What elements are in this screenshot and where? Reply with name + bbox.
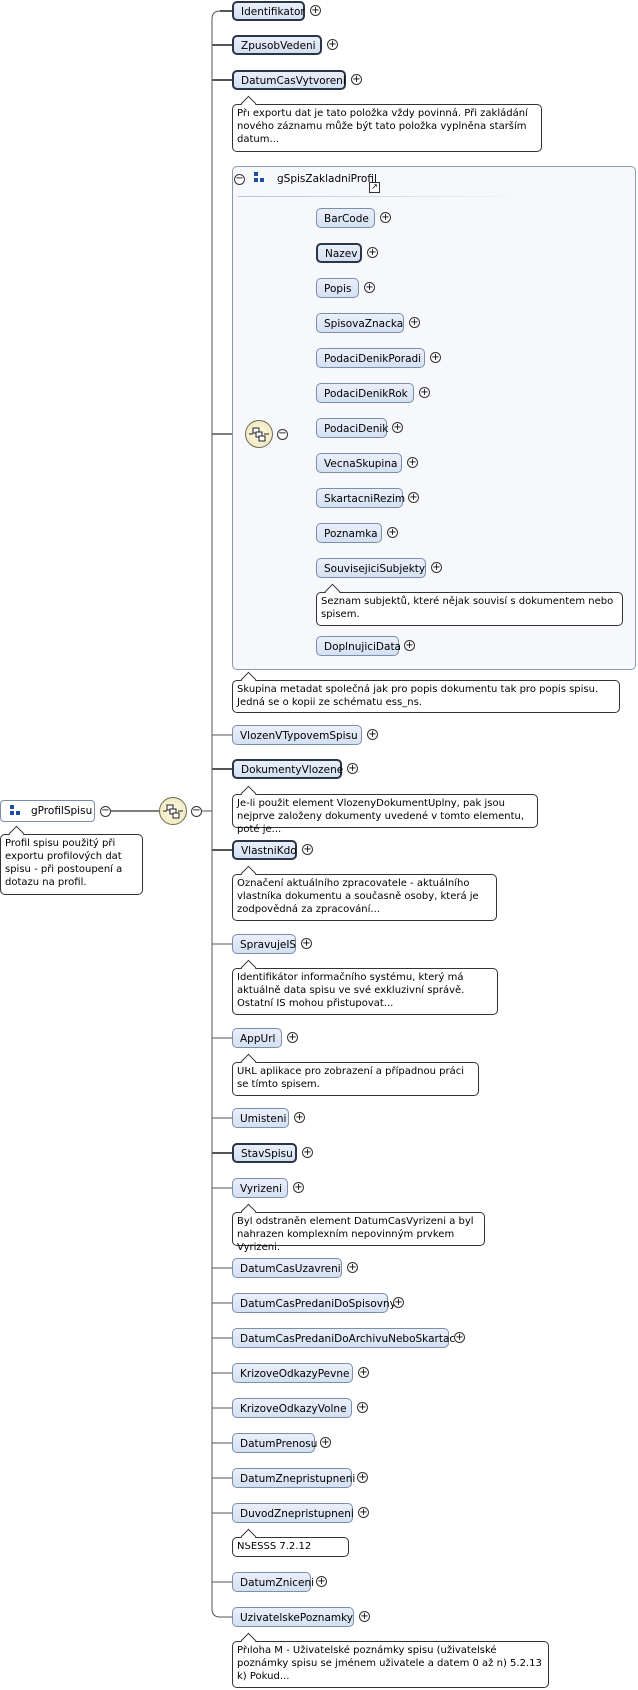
expand-icon[interactable]: +	[302, 844, 313, 855]
element-annotation: NSESSS 7.2.12	[232, 1537, 349, 1557]
group-child-element-podacidenikrok[interactable]: PodaciDenikRok	[316, 383, 414, 403]
child-element-vyrizeni[interactable]: Vyrizeni	[232, 1178, 288, 1198]
child-element-krizoveodkazyvolne[interactable]: KrizoveOdkazyVolne	[232, 1398, 352, 1418]
child-element-appurl[interactable]: AppUrl	[232, 1028, 282, 1048]
group-child-element-poznamka[interactable]: Poznamka	[316, 523, 382, 543]
group-child-element-doplnujicidata[interactable]: DoplnujiciData	[316, 636, 401, 656]
expand-icon[interactable]: +	[327, 39, 338, 50]
element-annotation: Označení aktuálního zpracovatele - aktuá…	[232, 874, 497, 921]
group-container-gspiszakladniprofil	[232, 166, 636, 670]
expand-icon[interactable]: +	[393, 1297, 404, 1308]
sequence-icon	[163, 804, 183, 819]
connector-line	[211, 1608, 221, 1618]
expand-icon[interactable]: +	[404, 640, 415, 651]
child-element-datumcaspredanidoarchivuneboskartace[interactable]: DatumCasPredaniDoArchivuNeboSkartace	[232, 1328, 462, 1348]
element-annotation: Byl odstraněn element DatumCasVyrizeni a…	[232, 1212, 485, 1253]
expand-icon[interactable]: +	[387, 527, 398, 538]
expand-icon[interactable]: +	[409, 317, 420, 328]
expand-icon[interactable]: +	[301, 938, 312, 949]
child-element-duvodznepristupneni[interactable]: DuvodZnepristupneni	[232, 1503, 354, 1523]
group-child-element-souvisejicisubjekty[interactable]: SouvisejiciSubjekty	[316, 558, 426, 578]
element-annotation: Identifikátor informačního systému, kter…	[232, 968, 498, 1015]
element-annotation: Je-li použit element VlozenyDokumentUpln…	[232, 794, 538, 835]
group-child-element-skartacnirezim[interactable]: SkartacniRezim	[316, 488, 405, 508]
child-element-spravujeis[interactable]: SpravujeIS	[232, 934, 296, 954]
group-header-divider	[238, 196, 533, 197]
expand-icon[interactable]: +	[367, 247, 378, 258]
expand-icon[interactable]: +	[408, 492, 419, 503]
child-element-zpusobvedeni[interactable]: ZpusobVedeni	[232, 35, 322, 55]
expand-icon[interactable]: +	[287, 1032, 298, 1043]
expand-icon[interactable]: +	[359, 1611, 370, 1622]
group-title: gSpisZakladniProfil	[277, 173, 377, 185]
expand-icon[interactable]: +	[380, 212, 391, 223]
sequence-collapse-toggle[interactable]: −	[191, 805, 202, 817]
child-element-datumznepristupneni[interactable]: DatumZnepristupneni	[232, 1468, 355, 1488]
expand-icon[interactable]: +	[358, 1367, 369, 1378]
expand-icon[interactable]: +	[367, 729, 378, 740]
group-child-element-spisovaznacka[interactable]: SpisovaZnacka	[316, 313, 404, 333]
sequence-icon	[249, 427, 269, 442]
root-collapse-toggle[interactable]: −	[100, 805, 111, 817]
group-child-element-barcode[interactable]: BarCode	[316, 208, 375, 228]
expand-icon[interactable]: +	[347, 763, 358, 774]
child-element-krizoveodkazypevne[interactable]: KrizoveOdkazyPevne	[232, 1363, 353, 1383]
expand-icon[interactable]: +	[431, 562, 442, 573]
expand-icon[interactable]: +	[407, 457, 418, 468]
group-child-element-podacidenikporadi[interactable]: PodaciDenikPoradi	[316, 348, 425, 368]
expand-icon[interactable]: +	[293, 1182, 304, 1193]
expand-icon[interactable]: +	[316, 1576, 327, 1587]
group-child-element-nazev[interactable]: Nazev	[316, 243, 362, 263]
group-annotation: Skupina metadat společná jak pro popis d…	[232, 680, 620, 713]
root-element-gprofilspisu[interactable]: gProfilSpisu	[0, 800, 95, 822]
expand-icon[interactable]: +	[419, 387, 430, 398]
element-annotation: Při exportu dat je tato položka vždy pov…	[232, 104, 542, 152]
child-element-datumcaspredanidospisovny[interactable]: DatumCasPredaniDoSpisovny	[232, 1293, 396, 1313]
group-icon	[10, 805, 22, 817]
child-element-vlozenvtypovemspisu[interactable]: VlozenVTypovemSpisu	[232, 725, 362, 745]
child-element-uzivatelskepoznamky[interactable]: UzivatelskePoznamky	[232, 1607, 354, 1627]
expand-icon[interactable]: +	[351, 74, 362, 85]
child-element-umisteni[interactable]: Umisteni	[232, 1108, 289, 1128]
expand-icon[interactable]: +	[430, 352, 441, 363]
expand-icon[interactable]: +	[357, 1402, 368, 1413]
group-sequence-collapse-toggle[interactable]: −	[277, 428, 288, 440]
group-child-element-vecnaskupina[interactable]: VecnaSkupina	[316, 453, 402, 473]
expand-icon[interactable]: +	[347, 1262, 358, 1273]
child-element-datumcasuzavreni[interactable]: DatumCasUzavreni	[232, 1258, 342, 1278]
expand-icon[interactable]: +	[454, 1332, 465, 1343]
root-label: gProfilSpisu	[31, 805, 93, 817]
child-element-datumzniceni[interactable]: DatumZniceni	[232, 1572, 314, 1592]
expand-icon[interactable]: +	[320, 1437, 331, 1448]
child-element-datumcasvytvoreni[interactable]: DatumCasVytvoreni	[232, 70, 346, 90]
element-annotation: Seznam subjektů, které nějak souvisí s d…	[316, 592, 623, 626]
sequence-compositor-main[interactable]	[159, 797, 187, 825]
element-annotation: Příloha M - Uživatelské poznámky spisu (…	[232, 1641, 549, 1688]
root-annotation: Profil spisu použitý při exportu profilo…	[0, 834, 143, 895]
group-collapse-toggle[interactable]: −	[234, 173, 245, 185]
reference-link-icon[interactable]: ↗	[369, 182, 380, 193]
child-element-stavspisu[interactable]: StavSpisu	[232, 1143, 297, 1163]
connector-line	[211, 10, 221, 20]
expand-icon[interactable]: +	[310, 5, 321, 16]
child-element-identifikator[interactable]: Identifikator	[232, 1, 305, 21]
expand-icon[interactable]: +	[364, 282, 375, 293]
expand-icon[interactable]: +	[357, 1472, 368, 1483]
expand-icon[interactable]: +	[392, 422, 403, 433]
group-icon	[254, 172, 266, 184]
group-child-element-podacidenik[interactable]: PodaciDenik	[316, 418, 388, 438]
child-element-vlastnikdo[interactable]: VlastniKdo	[232, 840, 297, 860]
expand-icon[interactable]: +	[294, 1112, 305, 1123]
group-child-element-popis[interactable]: Popis	[316, 278, 359, 298]
child-element-dokumentyvlozene[interactable]: DokumentyVlozene	[232, 759, 343, 779]
element-annotation: URL aplikace pro zobrazení a případnou p…	[232, 1062, 479, 1096]
expand-icon[interactable]: +	[358, 1507, 369, 1518]
expand-icon[interactable]: +	[302, 1147, 313, 1158]
child-element-datumprenosu[interactable]: DatumPrenosu	[232, 1433, 317, 1453]
sequence-compositor-group[interactable]	[245, 420, 273, 448]
